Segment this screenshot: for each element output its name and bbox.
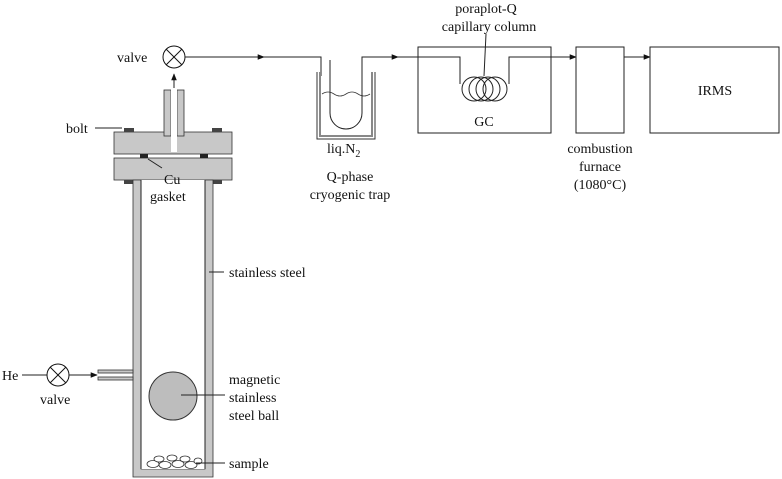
neck-tube-right: [176, 89, 185, 137]
bolt-right-bottom: [212, 180, 222, 184]
bolt-left-bottom: [124, 180, 134, 184]
neck-tube-left: [163, 89, 172, 137]
cryogenic-trap: [316, 60, 376, 140]
label-cryogenic-trap: cryogenic trap: [310, 188, 390, 203]
label-liq-n2: liq.N2: [327, 142, 360, 160]
label-magnetic: magnetic: [229, 373, 280, 388]
label-liq-n2-sub: 2: [355, 149, 360, 160]
line-trap-to-gc: [361, 54, 399, 60]
column-leader-line: [483, 33, 487, 77]
label-gc: GC: [474, 115, 493, 130]
label-liq-n2-main: liq.N: [327, 142, 355, 157]
label-valve-top: valve: [117, 51, 147, 66]
neck-bore: [171, 88, 177, 152]
top-valve-icon: [162, 45, 186, 69]
cu-gasket-left: [140, 154, 148, 158]
cu-gasket-right: [200, 154, 208, 158]
he-valve-icon: [46, 363, 70, 387]
vessel-interior: [141, 180, 205, 469]
label-furnace: furnace: [579, 160, 621, 175]
label-cu: Cu: [164, 173, 180, 188]
label-stainless-steel: stainless steel: [229, 266, 306, 281]
he-inlet-tube-bottom: [97, 376, 134, 381]
label-sample: sample: [229, 457, 269, 472]
label-he: He: [2, 369, 18, 384]
gasket-leader: [147, 158, 163, 169]
label-stainless: stainless: [229, 391, 276, 406]
line-into-trap: [264, 56, 322, 76]
bolt-left-top: [124, 128, 134, 132]
magnetic-steel-ball: [148, 371, 198, 421]
combustion-furnace-box: [575, 46, 625, 134]
line-gc-to-furnace: [508, 54, 577, 84]
label-poraplot-q: poraplot-Q: [455, 2, 516, 17]
sample-pebbles: [146, 454, 203, 469]
label-steel-ball: steel ball: [229, 409, 279, 424]
gc-inlet-line: [398, 56, 461, 84]
he-inlet-tube-top: [97, 369, 134, 374]
label-qphase: Q-phase: [327, 170, 374, 185]
reaction-vessel: [97, 88, 233, 478]
label-irms: IRMS: [698, 84, 732, 99]
label-bolt: bolt: [66, 122, 88, 137]
label-gasket: gasket: [150, 190, 186, 205]
label-valve-bottom: valve: [40, 393, 70, 408]
label-combustion: combustion: [567, 142, 632, 157]
bolt-right-top: [212, 128, 222, 132]
capillary-column-icon: [461, 76, 508, 102]
label-capillary-column: capillary column: [442, 20, 536, 35]
label-temperature: (1080°C): [574, 178, 627, 193]
irms-box: [649, 46, 780, 134]
